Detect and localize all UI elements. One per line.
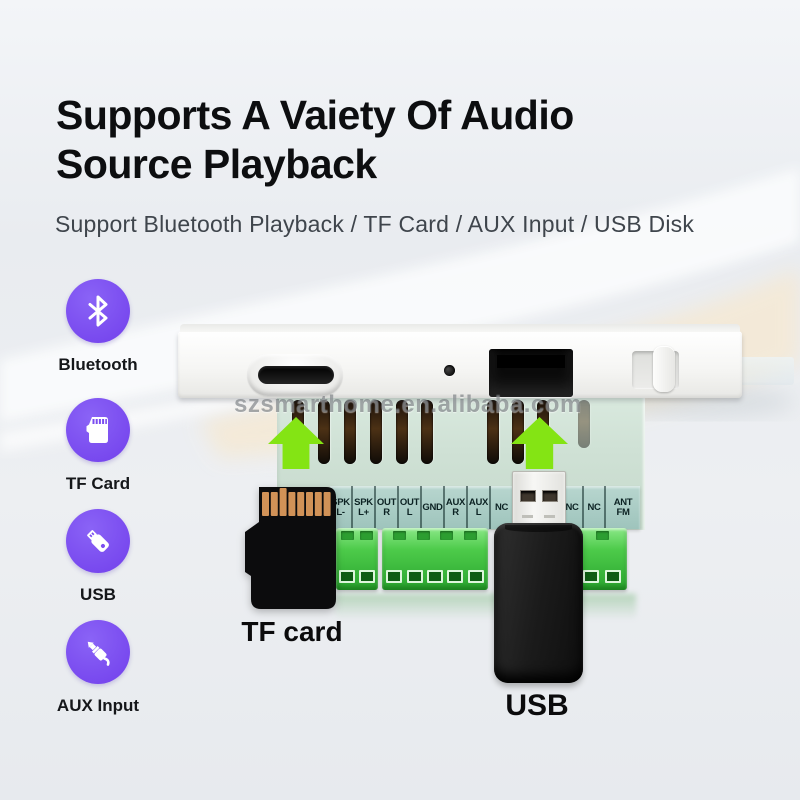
tf-card-annotation: TF card [241,616,343,647]
panel-glass-edge [742,357,794,385]
connector-block [577,528,627,590]
feature-tf-card: TF Card [18,398,178,494]
feature-label: USB [80,585,116,604]
page-title: Supports A Vaiety Of Audio Source Playba… [56,91,574,189]
usb-drive-connector [512,471,566,529]
usb-annotation: USB [505,689,569,722]
mic-pinhole [444,365,455,376]
tf-card-icon [66,398,130,462]
watermark: szsmarthome.en.alibaba.com [234,391,582,418]
connector-block [336,528,378,590]
feature-bluetooth: Bluetooth [18,279,178,375]
usb-drive-image [494,523,583,683]
vent-slot [370,400,382,464]
usb-flash-drive-icon [66,509,130,573]
terminal-label: NC [562,486,584,529]
page-subtitle: Support Bluetooth Playback / TF Card / A… [55,211,695,237]
feature-label: Bluetooth [58,355,138,374]
usb-port [489,349,573,397]
tf-card-image [245,487,336,609]
feature-label: AUX Input [56,696,140,715]
vent-slot [318,400,330,464]
feature-usb: USB [18,509,178,605]
connector-reflection [336,594,636,620]
feature-aux-input: AUX Input [18,620,178,716]
slider-switch [653,346,675,392]
vent-slot [396,400,408,464]
feature-label: TF Card [65,474,131,493]
terminal-label: NC [584,486,606,529]
vent-slot [578,400,590,448]
page-title-line2: Source Playback [56,141,377,188]
tf-card-slot-opening [258,366,334,384]
vent-slot [512,400,524,464]
page-title-line1: Supports A Vaiety Of Audio [56,92,574,139]
vent-slot [344,400,356,464]
aux-plug-icon [66,620,130,684]
connector-block [382,528,488,590]
vent-slot [421,400,433,464]
bluetooth-icon [66,279,130,343]
vent-slot [487,400,499,464]
terminal-label: GND [422,486,445,529]
